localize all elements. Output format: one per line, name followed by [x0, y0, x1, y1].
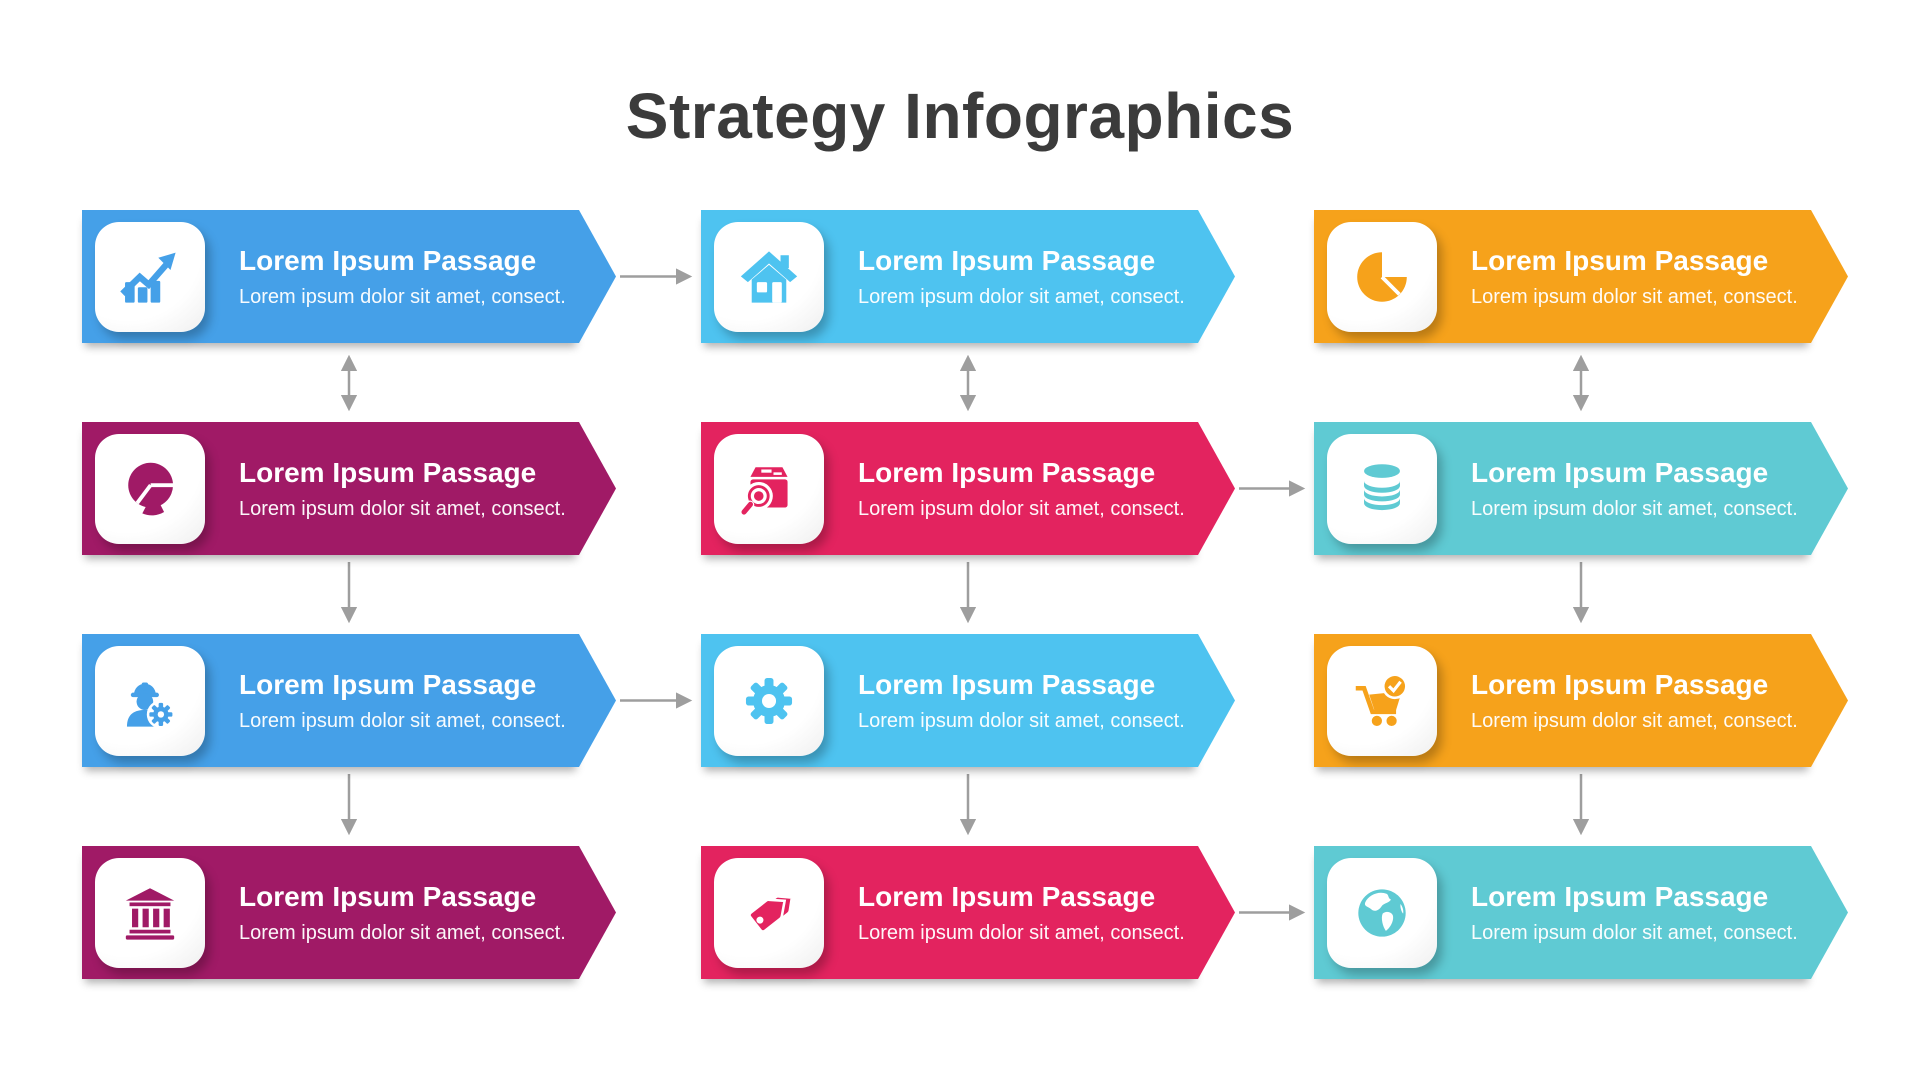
strategy-step-r2-c1: Lorem Ipsum Passage Lorem ipsum dolor si… — [82, 422, 616, 555]
step-title: Lorem Ipsum Passage — [239, 244, 537, 276]
step-icon-box — [1327, 857, 1437, 968]
gear-icon — [737, 669, 801, 733]
step-text: Lorem Ipsum Passage Lorem ipsum dolor si… — [858, 244, 1185, 308]
banner-arrow-tip — [1811, 846, 1848, 979]
step-icon-box — [95, 857, 205, 968]
step-description: Lorem ipsum dolor sit amet, consect. — [858, 285, 1185, 308]
step-text: Lorem Ipsum Passage Lorem ipsum dolor si… — [858, 880, 1185, 944]
step-title: Lorem Ipsum Passage — [858, 880, 1156, 912]
step-description: Lorem ipsum dolor sit amet, consect. — [239, 709, 566, 732]
step-title: Lorem Ipsum Passage — [1471, 456, 1769, 488]
step-icon-box — [714, 645, 824, 756]
step-text: Lorem Ipsum Passage Lorem ipsum dolor si… — [239, 244, 566, 308]
home-icon — [737, 245, 801, 309]
banner-arrow-tip — [1811, 210, 1848, 343]
banner-arrow-tip — [579, 634, 616, 767]
step-text: Lorem Ipsum Passage Lorem ipsum dolor si… — [239, 880, 566, 944]
strategy-step-r3-c2: Lorem Ipsum Passage Lorem ipsum dolor si… — [701, 634, 1235, 767]
step-icon-box — [1327, 433, 1437, 544]
step-title: Lorem Ipsum Passage — [1471, 244, 1769, 276]
step-description: Lorem ipsum dolor sit amet, consect. — [1471, 285, 1798, 308]
strategy-step-r1-c3: Lorem Ipsum Passage Lorem ipsum dolor si… — [1314, 210, 1848, 343]
step-title: Lorem Ipsum Passage — [858, 668, 1156, 700]
step-text: Lorem Ipsum Passage Lorem ipsum dolor si… — [858, 668, 1185, 732]
strategy-step-r3-c1: Lorem Ipsum Passage Lorem ipsum dolor si… — [82, 634, 616, 767]
step-text: Lorem Ipsum Passage Lorem ipsum dolor si… — [239, 456, 566, 520]
step-icon-box — [1327, 645, 1437, 756]
step-text: Lorem Ipsum Passage Lorem ipsum dolor si… — [1471, 456, 1798, 520]
pie-segments-icon — [118, 457, 182, 521]
step-title: Lorem Ipsum Passage — [239, 456, 537, 488]
strategy-step-r1-c1: Lorem Ipsum Passage Lorem ipsum dolor si… — [82, 210, 616, 343]
step-title: Lorem Ipsum Passage — [239, 668, 537, 700]
banner-arrow-tip — [1811, 422, 1848, 555]
step-icon-box — [714, 221, 824, 332]
step-title: Lorem Ipsum Passage — [858, 456, 1156, 488]
pie-chart-icon — [1351, 246, 1413, 308]
step-description: Lorem ipsum dolor sit amet, consect. — [858, 921, 1185, 944]
step-title: Lorem Ipsum Passage — [239, 880, 537, 912]
price-tags-icon — [737, 881, 801, 945]
step-description: Lorem ipsum dolor sit amet, consect. — [858, 497, 1185, 520]
page-title: Strategy Infographics — [625, 80, 1295, 152]
step-description: Lorem ipsum dolor sit amet, consect. — [239, 921, 566, 944]
step-title: Lorem Ipsum Passage — [858, 244, 1156, 276]
step-icon-box — [714, 857, 824, 968]
cart-check-icon — [1350, 669, 1414, 733]
bank-icon — [119, 882, 181, 944]
banner-arrow-tip — [1198, 422, 1235, 555]
strategy-step-r2-c3: Lorem Ipsum Passage Lorem ipsum dolor si… — [1314, 422, 1848, 555]
step-text: Lorem Ipsum Passage Lorem ipsum dolor si… — [1471, 668, 1798, 732]
step-description: Lorem ipsum dolor sit amet, consect. — [239, 285, 566, 308]
globe-icon — [1350, 881, 1414, 945]
banner-arrow-tip — [1811, 634, 1848, 767]
step-icon-box — [95, 221, 205, 332]
strategy-step-r1-c2: Lorem Ipsum Passage Lorem ipsum dolor si… — [701, 210, 1235, 343]
banner-arrow-tip — [1198, 634, 1235, 767]
strategy-step-r4-c1: Lorem Ipsum Passage Lorem ipsum dolor si… — [82, 846, 616, 979]
strategy-step-r2-c2: Lorem Ipsum Passage Lorem ipsum dolor si… — [701, 422, 1235, 555]
step-text: Lorem Ipsum Passage Lorem ipsum dolor si… — [239, 668, 566, 732]
banner-arrow-tip — [1198, 210, 1235, 343]
strategy-step-r4-c2: Lorem Ipsum Passage Lorem ipsum dolor si… — [701, 846, 1235, 979]
growth-chart-icon — [118, 245, 182, 309]
package-search-icon — [737, 457, 801, 521]
step-icon-box — [95, 645, 205, 756]
database-icon — [1351, 458, 1413, 520]
step-description: Lorem ipsum dolor sit amet, consect. — [1471, 497, 1798, 520]
step-icon-box — [95, 433, 205, 544]
step-description: Lorem ipsum dolor sit amet, consect. — [1471, 709, 1798, 732]
step-text: Lorem Ipsum Passage Lorem ipsum dolor si… — [1471, 880, 1798, 944]
banner-arrow-tip — [579, 422, 616, 555]
step-title: Lorem Ipsum Passage — [1471, 880, 1769, 912]
step-icon-box — [714, 433, 824, 544]
strategy-step-r3-c3: Lorem Ipsum Passage Lorem ipsum dolor si… — [1314, 634, 1848, 767]
engineer-icon — [118, 669, 182, 733]
step-text: Lorem Ipsum Passage Lorem ipsum dolor si… — [858, 456, 1185, 520]
step-title: Lorem Ipsum Passage — [1471, 668, 1769, 700]
banner-arrow-tip — [1198, 846, 1235, 979]
strategy-step-r4-c3: Lorem Ipsum Passage Lorem ipsum dolor si… — [1314, 846, 1848, 979]
step-description: Lorem ipsum dolor sit amet, consect. — [858, 709, 1185, 732]
step-description: Lorem ipsum dolor sit amet, consect. — [239, 497, 566, 520]
banner-arrow-tip — [579, 210, 616, 343]
step-icon-box — [1327, 221, 1437, 332]
step-text: Lorem Ipsum Passage Lorem ipsum dolor si… — [1471, 244, 1798, 308]
step-description: Lorem ipsum dolor sit amet, consect. — [1471, 921, 1798, 944]
banner-arrow-tip — [579, 846, 616, 979]
